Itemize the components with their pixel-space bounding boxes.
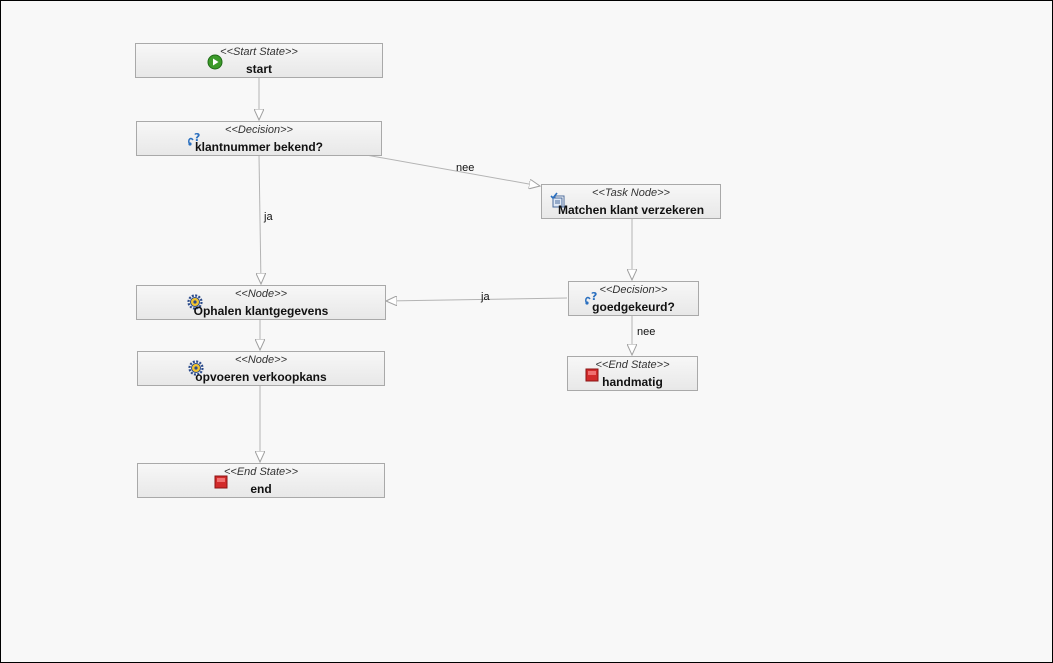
- edge-label-nee: nee: [637, 326, 656, 338]
- node-stereotype: <<End State>>: [223, 466, 298, 478]
- task-icon: [550, 192, 565, 208]
- node-name: goedgekeurd?: [592, 300, 675, 314]
- node-stereotype: <<Node>>: [235, 354, 287, 366]
- node-task-matchen[interactable]: <<Task Node>> Matchen klant verzekeren: [541, 184, 721, 219]
- node-stereotype: <<Decision>>: [599, 284, 668, 296]
- edge-decision1-task[interactable]: [365, 154, 540, 186]
- node-decision-goedgekeurd[interactable]: ? <<Decision>> goedgekeurd?: [568, 281, 699, 316]
- edge-label-ja: ja: [481, 291, 490, 303]
- end-icon: [585, 368, 599, 382]
- node-name: Ophalen klantgegevens: [193, 304, 329, 318]
- node-stereotype: <<Start State>>: [220, 46, 298, 58]
- node-gear-icon: [187, 294, 203, 310]
- node-end[interactable]: <<End State>> end: [137, 463, 385, 498]
- edge-label-nee: nee: [456, 162, 475, 174]
- svg-text:?: ?: [591, 290, 597, 303]
- node-name: handmatig: [602, 375, 663, 389]
- edge-decision2-ophalen[interactable]: [386, 298, 568, 301]
- decision-icon: ?: [188, 131, 200, 146]
- edge-label-ja: ja: [264, 211, 273, 223]
- node-stereotype: <<Node>>: [235, 288, 287, 300]
- node-stereotype: <<Task Node>>: [592, 187, 670, 199]
- node-start[interactable]: <<Start State>> start: [135, 43, 383, 78]
- decision-icon: ?: [585, 290, 597, 305]
- node-name: klantnummer bekend?: [194, 140, 324, 154]
- node-name: start: [245, 62, 272, 76]
- node-stereotype: <<End State>>: [595, 359, 670, 371]
- start-icon: [207, 54, 223, 70]
- node-name: opvoeren verkoopkans: [195, 370, 327, 384]
- node-stereotype: <<Decision>>: [225, 124, 293, 136]
- node-name: end: [250, 482, 272, 496]
- node-opvoeren-verkoopkans[interactable]: <<Node>> opvoeren verkoopkans: [137, 351, 385, 386]
- node-decision-klantnummer[interactable]: ? <<Decision>> klantnummer bekend?: [136, 121, 382, 156]
- end-icon: [214, 475, 228, 489]
- svg-text:?: ?: [194, 131, 200, 144]
- node-handmatig[interactable]: <<End State>> handmatig: [567, 356, 698, 391]
- node-gear-icon: [188, 360, 204, 376]
- edge-decision1-ophalen[interactable]: [259, 154, 261, 284]
- node-name: Matchen klant verzekeren: [557, 203, 705, 217]
- node-ophalen-klantgegevens[interactable]: <<Node>> Ophalen klantgegevens: [136, 285, 386, 320]
